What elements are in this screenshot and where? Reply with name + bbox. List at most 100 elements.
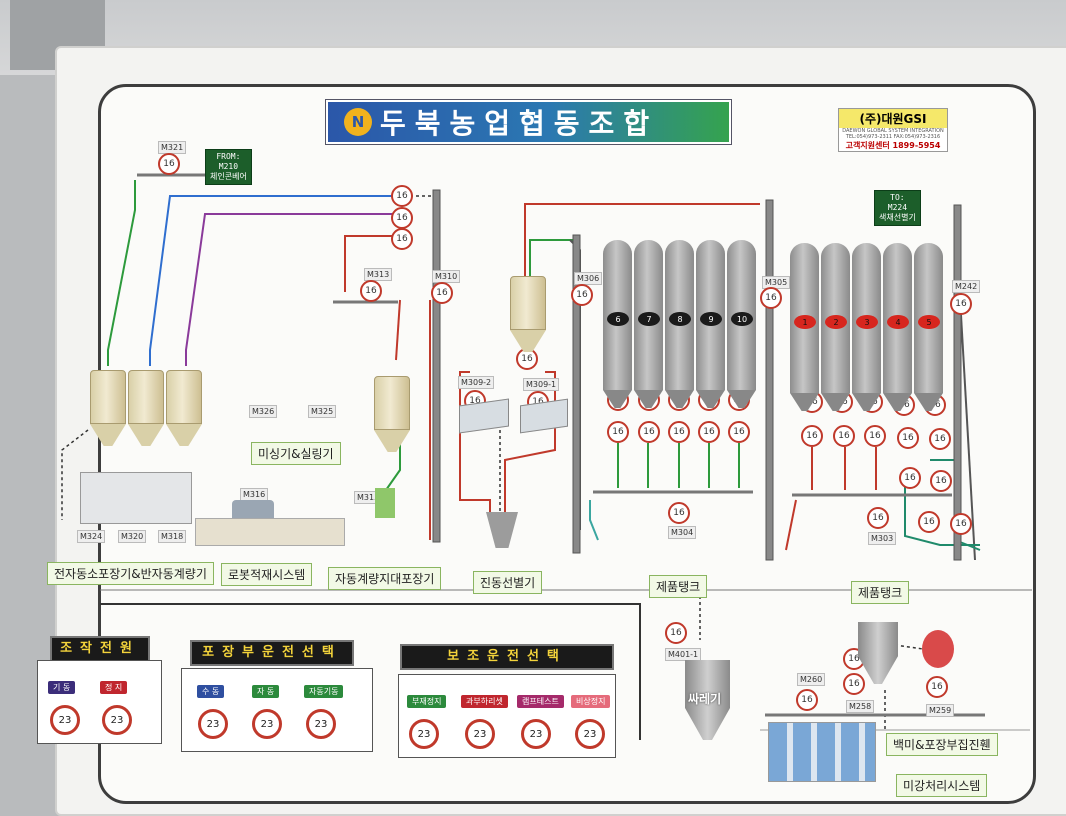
- auto-lamp: 23: [252, 709, 282, 739]
- motor-tag-m313: M313: [364, 268, 393, 281]
- motor-status-badge[interactable]: 16: [668, 502, 690, 524]
- motor-tag-m324: M324: [77, 530, 106, 543]
- motor-tag-m325: M325: [308, 405, 337, 418]
- auto-start-button[interactable]: 자동기동: [304, 685, 344, 698]
- auto-mode-button[interactable]: 자 동: [252, 685, 280, 698]
- motor-status-badge[interactable]: 16: [665, 622, 687, 644]
- label-bran-system: 미강처리시스템: [896, 774, 988, 797]
- emergency-stop-button[interactable]: 비상정지: [571, 695, 611, 708]
- motor-status-badge[interactable]: 16: [796, 689, 818, 711]
- motor-status-badge[interactable]: 16: [950, 293, 972, 315]
- hopper: [510, 276, 546, 352]
- silo-group-right: 1 2 3 4 5: [790, 243, 943, 411]
- label-product-tank-2: 제품탱크: [851, 581, 910, 604]
- motor-tag-m306: M306: [574, 272, 603, 285]
- label-packing-area: 전자동소포장기&반자동계량기: [47, 562, 214, 585]
- motor-status-badge[interactable]: 16: [391, 185, 413, 207]
- silo: 1: [790, 243, 819, 411]
- overload-lamp: 23: [465, 719, 495, 749]
- title-banner: N 두북농업협동조합: [326, 100, 731, 144]
- coop-emblem-icon: N: [344, 108, 372, 136]
- motor-tag-m258: M258: [846, 700, 875, 713]
- label-robot-area: 로봇적재시스템: [221, 563, 313, 586]
- label-rice-dust-fan: 백미&포장부집진휀: [886, 733, 998, 756]
- silo: 5: [914, 243, 943, 411]
- motor-status-badge[interactable]: 16: [638, 421, 660, 443]
- motor-tag-m309-2: M309-2: [458, 376, 495, 389]
- motor-status-badge[interactable]: 16: [899, 467, 921, 489]
- motor-status-badge[interactable]: 16: [867, 507, 889, 529]
- manual-lamp: 23: [198, 709, 228, 739]
- motor-tag-m260: M260: [797, 673, 826, 686]
- motor-status-badge[interactable]: 16: [158, 153, 180, 175]
- power-control-box: 기 동 정 지 23 23: [37, 660, 162, 744]
- motor-status-badge[interactable]: 16: [801, 425, 823, 447]
- motor-status-badge[interactable]: 16: [950, 513, 972, 535]
- stop-button[interactable]: 정 지: [100, 681, 128, 694]
- motor-status-badge[interactable]: 16: [929, 428, 951, 450]
- silo: 6: [603, 240, 632, 408]
- silo: 9: [696, 240, 725, 408]
- motor-tag-m320: M320: [118, 530, 147, 543]
- emergency-lamp: 23: [575, 719, 605, 749]
- motor-status-badge[interactable]: 16: [431, 282, 453, 304]
- motor-status-badge[interactable]: 16: [918, 511, 940, 533]
- silo: 2: [821, 243, 850, 411]
- label-broken-rice: 싸레기: [688, 692, 722, 706]
- page-title: 두북농업협동조합: [380, 107, 659, 140]
- motor-status-badge[interactable]: 16: [698, 421, 720, 443]
- motor-status-badge[interactable]: 16: [571, 284, 593, 306]
- motor-tag-m401-1: M401-1: [665, 648, 702, 661]
- lamp-test-button[interactable]: 램프테스트: [517, 695, 564, 708]
- motor-tag-m242: M242: [952, 280, 981, 293]
- silo: 3: [852, 243, 881, 411]
- bran-bags: [768, 722, 876, 782]
- label-product-tank-1: 제품탱크: [649, 575, 708, 598]
- motor-tag-m321: M321: [158, 141, 187, 154]
- motor-status-badge[interactable]: 16: [833, 425, 855, 447]
- motor-status-badge[interactable]: 16: [360, 280, 382, 302]
- motor-tag-m326: M326: [249, 405, 278, 418]
- conveyor-line: [195, 518, 345, 546]
- motor-status-badge[interactable]: 16: [930, 470, 952, 492]
- overload-reset-button[interactable]: 과부하리셋: [461, 695, 508, 708]
- label-vibro-area: 진동선별기: [473, 571, 543, 594]
- packing-machines: [80, 472, 192, 524]
- motor-status-badge[interactable]: 16: [760, 287, 782, 309]
- motor-status-badge[interactable]: 16: [391, 228, 413, 250]
- motor-status-badge[interactable]: 16: [668, 421, 690, 443]
- motor-tag-m309-1: M309-1: [523, 378, 560, 391]
- silo-group-left: 6 7 8 9 10: [603, 240, 756, 408]
- hopper: [374, 376, 410, 452]
- silo: 10: [727, 240, 756, 408]
- power-control-title: 조작전원: [50, 636, 150, 662]
- motor-status-badge[interactable]: 16: [843, 673, 865, 695]
- motor-status-badge[interactable]: 16: [516, 348, 538, 370]
- silo: 7: [634, 240, 663, 408]
- motor-tag-m310: M310: [432, 270, 461, 283]
- motor-tag-m304: M304: [668, 526, 697, 539]
- auto-start-lamp: 23: [306, 709, 336, 739]
- stop-lamp: 23: [102, 705, 132, 735]
- material-stop-button[interactable]: 부재정지: [407, 695, 447, 708]
- start-button[interactable]: 기 동: [48, 681, 76, 694]
- aux-mode-title: 보조운전선택: [400, 644, 614, 670]
- motor-status-badge[interactable]: 16: [391, 207, 413, 229]
- motor-tag-m318: M318: [158, 530, 187, 543]
- brand-support: 고객지원센터 1899-5954: [845, 141, 941, 150]
- motor-status-badge[interactable]: 16: [926, 676, 948, 698]
- motor-status-badge[interactable]: 16: [607, 421, 629, 443]
- packing-mode-title: 포장부운전선택: [190, 640, 354, 666]
- motor-status-badge[interactable]: 16: [728, 421, 750, 443]
- start-lamp: 23: [50, 705, 80, 735]
- motor-status-badge[interactable]: 16: [864, 425, 886, 447]
- motor-tag-m259: M259: [926, 704, 955, 717]
- label-sealing-area: 미싱기&실링기: [251, 442, 341, 465]
- manual-mode-button[interactable]: 수 동: [197, 685, 225, 698]
- motor-status-badge[interactable]: 16: [897, 427, 919, 449]
- motor-tag-m316: M316: [240, 488, 269, 501]
- brand-logo: (주)대원GSI: [839, 109, 947, 128]
